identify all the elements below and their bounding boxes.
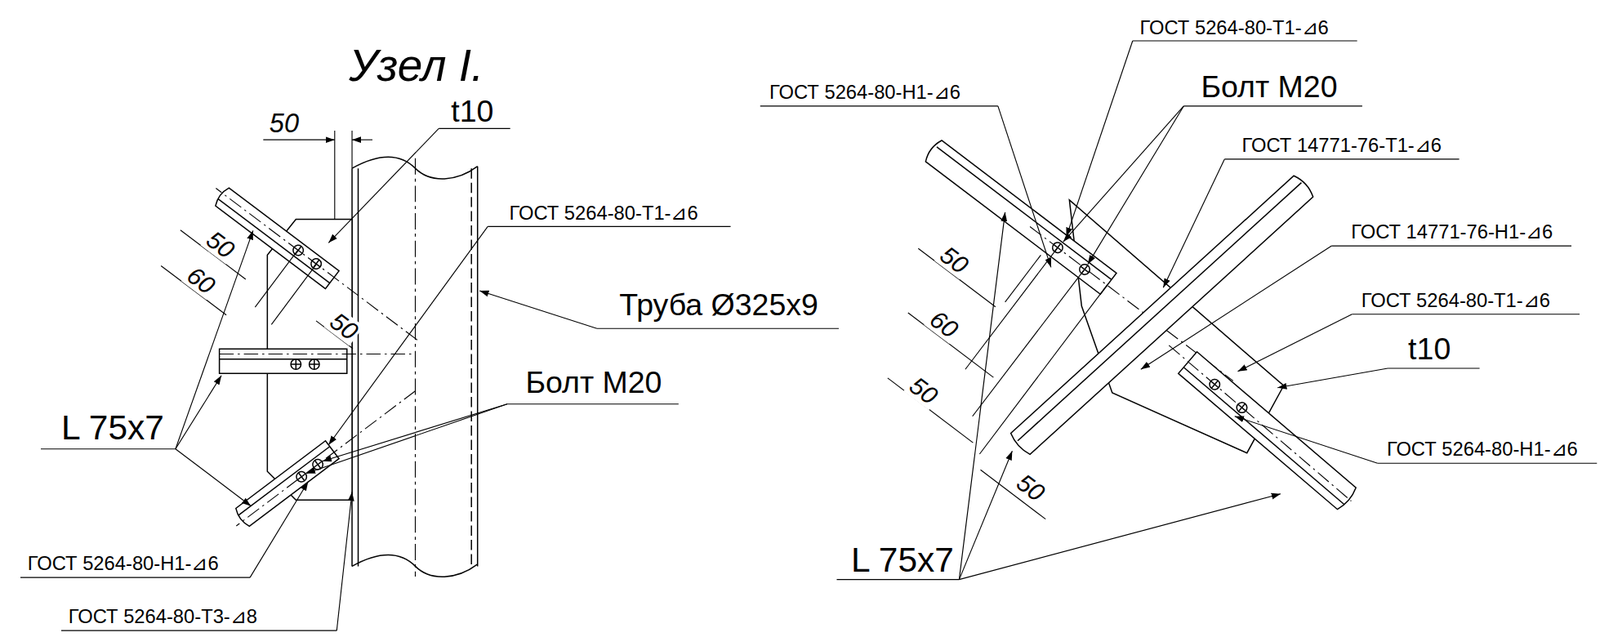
dimension-value: 50 bbox=[1011, 468, 1052, 508]
callout-label: ГОСТ 5264-80-Н1-⊿6 bbox=[25, 553, 221, 574]
angle-member bbox=[219, 348, 416, 374]
pipe bbox=[352, 156, 478, 577]
dimension-value: 50 bbox=[934, 240, 975, 280]
dimension-value: 50 bbox=[200, 225, 241, 264]
callout-label: ГОСТ 5264-80-Т3-⊿8 bbox=[66, 606, 259, 627]
callout-label: ГОСТ 5264-80-Т1-⊿6 bbox=[507, 202, 700, 223]
leader-lines bbox=[760, 40, 1597, 580]
callout-label: t10 bbox=[449, 96, 496, 127]
callout-label: Труба Ø325x9 bbox=[617, 289, 821, 321]
callout-label: Болт М20 bbox=[1198, 71, 1340, 103]
angle-member bbox=[922, 138, 1243, 391]
callout-label: ГОСТ 14771-76-Т1-⊿6 bbox=[1239, 135, 1444, 156]
callout-label: ГОСТ 5264-80-Н1-⊿6 bbox=[1384, 439, 1580, 460]
angle-member bbox=[227, 379, 421, 533]
dimension-value: 60 bbox=[181, 261, 222, 300]
callout-label: ГОСТ 5264-80-Н1-⊿6 bbox=[767, 82, 963, 103]
dimension-lines bbox=[160, 130, 373, 349]
leader-lines bbox=[20, 120, 839, 631]
dimension-value: 50 bbox=[903, 371, 944, 411]
dimension-value: 50 bbox=[267, 110, 301, 137]
callout-label: L 75x7 bbox=[848, 541, 956, 576]
dimension-lines bbox=[887, 246, 1109, 519]
dimension-value: 60 bbox=[923, 305, 964, 344]
callout-label: ГОСТ 14771-76-Н1-⊿6 bbox=[1349, 222, 1556, 242]
callout-label: L 75x7 bbox=[58, 410, 166, 445]
callout-label: Болт М20 bbox=[523, 367, 665, 398]
drawing-title: Узел I. bbox=[347, 42, 486, 88]
callout-label: ГОСТ 5264-80-Т1-⊿6 bbox=[1359, 289, 1552, 310]
angle-member bbox=[207, 182, 423, 353]
callout-label: ГОСТ 5264-80-Т1-⊿6 bbox=[1137, 17, 1331, 38]
callout-label: t10 bbox=[1406, 334, 1453, 365]
angle-member bbox=[1008, 173, 1315, 457]
